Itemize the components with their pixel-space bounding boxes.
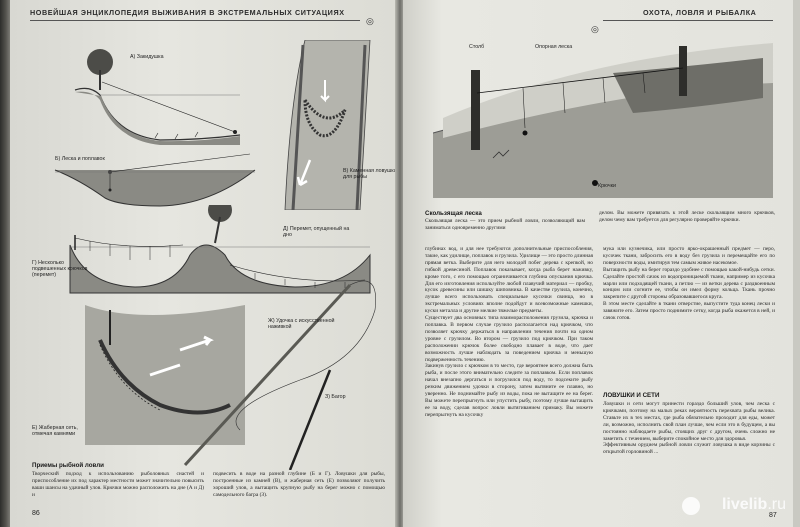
book-gutter (395, 0, 405, 527)
header-rule-left (30, 20, 360, 21)
body-column-1: глубинах вод, и для нее требуются дополн… (425, 246, 593, 418)
watermark-livelib: livelib.ru (722, 496, 786, 514)
label-g: Г) Несколько подвешенных крючков (переме… (32, 260, 88, 279)
illustration-zakidushka (74, 49, 241, 145)
page-number-left: 86 (32, 510, 40, 517)
illustration-leska-poplavok (54, 153, 256, 207)
ornament-icon: ◎ (591, 24, 599, 34)
label-v: В) Каменная ловушка для рыбы (343, 168, 397, 181)
watermark-suffix: .ru (767, 496, 786, 513)
watermark-text: livelib (721, 496, 768, 513)
section-sliding-line-text: Скользящая леска — это прием рыбной ловл… (425, 218, 585, 231)
running-head-left: НОВЕЙШАЯ ЭНЦИКЛОПЕДИЯ ВЫЖИВАНИЯ В ЭКСТРЕ… (30, 8, 345, 17)
label-b: Б) Леска и поплавок (55, 156, 105, 162)
illustration-sliding-line (433, 43, 773, 198)
body-column-2: мука или кузнечика, или просто ярко-окра… (603, 246, 775, 322)
illustration-peremet (69, 205, 371, 294)
label-zh: Ж) Удочка с искусственной наживкой (268, 318, 335, 331)
label-post: Столб (469, 44, 485, 50)
right-page: ◎ ОХОТА, ЛОВЛЯ И РЫБАЛКА Столб Опорная л… (403, 0, 793, 527)
ornament-icon: ◎ (366, 16, 374, 26)
page-number-right: 87 (769, 512, 777, 519)
caption-heading: Приемы рыбной ловли (32, 462, 104, 469)
section-traps-text: Ловушки и сети могут принести гораздо бо… (603, 401, 775, 456)
watermark-badge-icon (682, 497, 700, 515)
left-page: НОВЕЙШАЯ ЭНЦИКЛОПЕДИЯ ВЫЖИВАНИЯ В ЭКСТРЕ… (10, 0, 397, 527)
label-e: Е) Жаберная сеть, отмечая камнями (32, 425, 78, 438)
illustration-fishing-rod (183, 280, 377, 470)
label-d: Д) Перемет, опущенный на дно (283, 226, 350, 239)
caption-column-1: Творческий подход к использованию рыболо… (32, 471, 204, 498)
header-rule-right (603, 20, 773, 21)
caption-column-2: подвесить в воде на разной глубине (Б и … (213, 471, 385, 498)
label-support-line: Опорная леска (535, 44, 573, 50)
label-hooks: Крючки (598, 183, 616, 189)
running-head-right: ОХОТА, ЛОВЛЯ И РЫБАЛКА (643, 8, 757, 17)
illustration-gill-net (85, 305, 245, 445)
section-sliding-line-cont: делом. Вы можете привязать к этой леске … (599, 210, 775, 223)
section-traps-heading: ЛОВУШКИ И СЕТИ (603, 392, 660, 399)
illustration-stone-trap (284, 40, 371, 210)
label-a: А) Закидушка (130, 54, 164, 60)
label-z: З) Багор (325, 394, 346, 400)
section-sliding-line-heading: Скользящая леска (425, 210, 482, 217)
